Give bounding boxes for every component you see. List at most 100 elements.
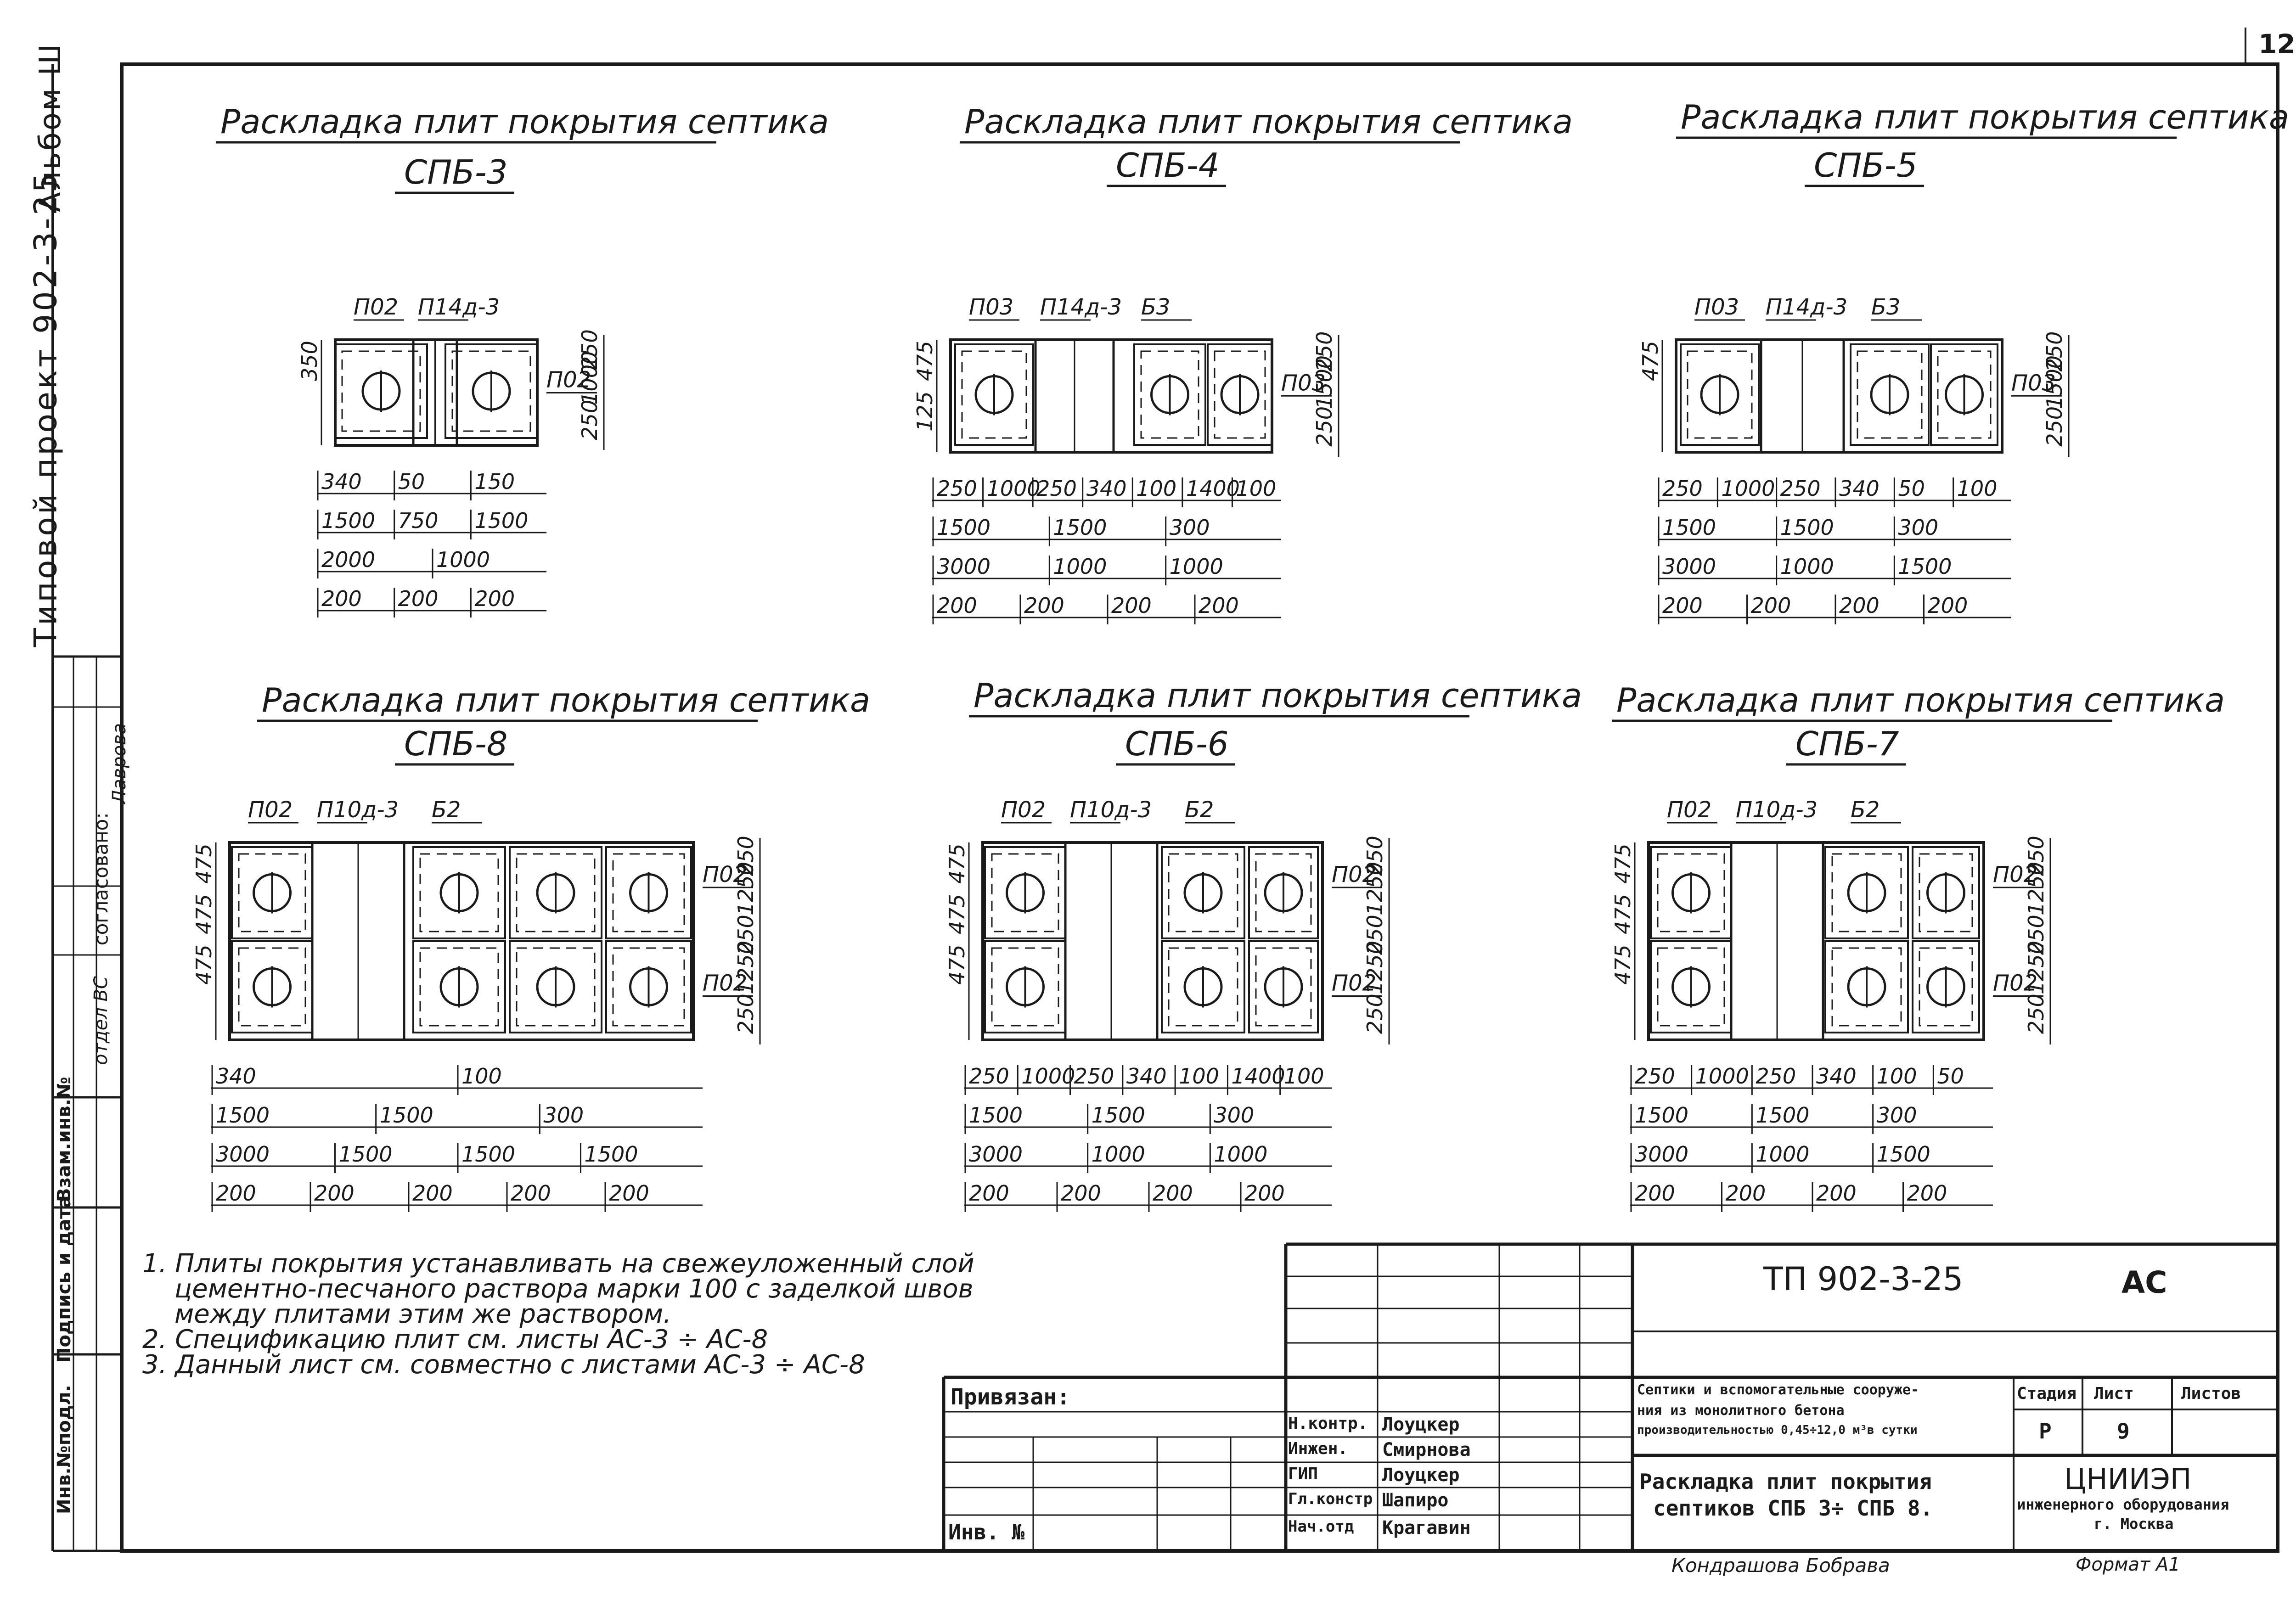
dim-value: 3000 <box>1662 554 1716 579</box>
name-3: Лоуцкер <box>1382 1465 1460 1486</box>
dim-value: 200 <box>1907 1181 1947 1206</box>
dim-left: 475 <box>191 843 216 884</box>
dim-value: 250 <box>1662 476 1703 501</box>
role-inzhen: Инжен. <box>1288 1439 1348 1458</box>
dim-left: 475 <box>1638 341 1663 381</box>
dim-right: 250 <box>577 400 602 440</box>
dim-value: 250 <box>937 476 977 501</box>
dim-value: 1000 <box>1053 554 1107 579</box>
plate-mark: П02 <box>703 862 747 887</box>
dim-value: 200 <box>1751 593 1791 618</box>
plate-mark: П02 <box>1001 797 1046 823</box>
plate-mark: Б2 <box>432 797 461 823</box>
dim-value: 3000 <box>1635 1142 1688 1167</box>
plate <box>1850 343 1930 446</box>
plan-title: Раскладка плит покрытия септика <box>1681 98 2289 136</box>
dim-value: 3000 <box>969 1142 1023 1167</box>
plate-mark: Б2 <box>1185 797 1214 823</box>
plate-hidden-edge <box>1687 350 1753 439</box>
dim-value: 1500 <box>585 1142 638 1167</box>
plate-mark: П14д-3 <box>1040 294 1122 320</box>
dim-left: 475 <box>191 894 216 934</box>
plate-mark: П02 <box>1332 971 1376 996</box>
name-4: Шапиро <box>1382 1490 1449 1511</box>
plan-subtitle: СПБ-7 <box>1795 724 1899 763</box>
dim-value: 1000 <box>1170 554 1223 579</box>
org-name: ЦНИИЭП <box>2064 1462 2192 1496</box>
dim-left: 475 <box>912 341 937 381</box>
dim-value: 1000 <box>1756 1142 1809 1167</box>
otdel-label: отдел ВС <box>90 976 112 1065</box>
inv-no-label: Инв. № <box>948 1520 1025 1544</box>
dim-value: 300 <box>1170 515 1210 540</box>
plate-hidden-edge <box>516 947 596 1027</box>
dim-left: 475 <box>945 894 969 934</box>
dim-value: 340 <box>321 469 362 494</box>
plate <box>1680 343 1760 446</box>
plate <box>509 940 602 1033</box>
dim-right: 250 <box>2024 915 2048 955</box>
dim-value: 200 <box>1839 593 1880 618</box>
dim-value: 2000 <box>321 547 375 572</box>
plate-mark: П03 <box>2011 370 2056 396</box>
dim-value: 250 <box>1635 1064 1675 1089</box>
title-block <box>942 1242 2278 1551</box>
plan-subtitle: СПБ-5 <box>1814 146 1918 185</box>
plate-hidden-edge <box>961 350 1027 439</box>
plate <box>412 940 506 1033</box>
dim-right: 250 <box>1362 994 1387 1034</box>
plate <box>605 940 692 1033</box>
org-line-2: инженерного оборудования <box>2017 1496 2229 1513</box>
dim-value: 1000 <box>987 476 1041 501</box>
dim-value: 50 <box>1937 1064 1964 1089</box>
dim-value: 100 <box>1136 476 1176 501</box>
plate <box>1930 343 1998 446</box>
dim-value: 50 <box>398 469 425 494</box>
role-gl-konstr: Гл.констр <box>1288 1490 1373 1508</box>
dim-value: 1500 <box>461 1142 515 1167</box>
dim-value: 300 <box>543 1103 584 1128</box>
bottom-signatures: Кондрашова Бобрава <box>1671 1554 1890 1577</box>
dim-value: 200 <box>314 1181 355 1206</box>
privyazan-label: Привязан: <box>951 1384 1070 1410</box>
plate-hidden-edge <box>1937 350 1992 439</box>
dim-right: 1250 <box>1362 862 1387 915</box>
plan-title: Раскладка плит покрытия септика <box>964 102 1573 141</box>
dim-value: 200 <box>412 1181 453 1206</box>
dim-left: 125 <box>912 391 937 432</box>
name-1: Лоуцкер <box>1382 1414 1460 1435</box>
plate <box>1161 940 1245 1033</box>
dim-right: 250 <box>577 329 602 370</box>
plan-title: Раскладка плит покрытия септика <box>220 102 829 141</box>
dim-value: 1000 <box>1721 476 1775 501</box>
plate-mark: П03 <box>1694 294 1739 320</box>
stage-value: Р <box>2039 1419 2052 1443</box>
dim-left: 475 <box>945 843 969 884</box>
dim-value: 250 <box>1074 1064 1114 1089</box>
dim-right: 1250 <box>733 941 758 994</box>
sheet-label: Лист <box>2094 1384 2134 1403</box>
plate-hidden-edge <box>1857 350 1923 439</box>
dim-value: 200 <box>1111 593 1152 618</box>
plate-mark: П02 <box>546 367 591 393</box>
plate-mark: П02 <box>703 971 747 996</box>
note-1-cont: цементно-песчаного раствора марки 100 с … <box>174 1274 974 1304</box>
dim-value: 1500 <box>1898 554 1952 579</box>
dim-value: 200 <box>1199 593 1239 618</box>
sheet-value: 9 <box>2117 1419 2130 1443</box>
plate-mark: П02 <box>248 797 293 823</box>
dim-value: 1500 <box>1662 515 1716 540</box>
dim-value: 200 <box>969 1181 1009 1206</box>
plate-hidden-edge <box>238 853 306 932</box>
dim-value: 100 <box>461 1064 502 1089</box>
dim-left: 475 <box>1610 944 1635 985</box>
drawing-title-2: септиков СПБ 3÷ СПБ 8. <box>1653 1496 1933 1521</box>
dim-value: 100 <box>1284 1064 1324 1089</box>
plate-mark: П02 <box>1332 862 1376 887</box>
plate-hidden-edge <box>612 853 685 932</box>
plate <box>1248 846 1319 939</box>
plate-hidden-edge <box>1919 947 1973 1027</box>
